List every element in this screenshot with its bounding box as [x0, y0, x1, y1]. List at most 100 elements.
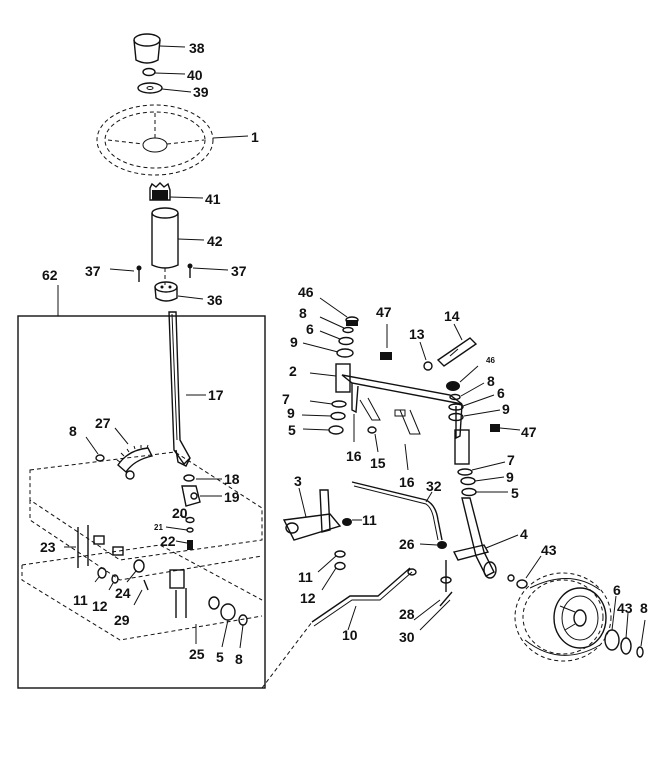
callout-46-right: 46	[486, 356, 495, 365]
spindle-2	[309, 363, 351, 393]
steering-cap	[133, 33, 186, 64]
link-25	[169, 569, 248, 649]
callout-14: 14	[444, 308, 460, 324]
link-28-30	[413, 560, 453, 631]
callout-8-bottom: 8	[235, 651, 243, 667]
callout-6-top: 6	[306, 321, 314, 337]
callout-5-bottom: 5	[216, 649, 224, 665]
knuckle-4	[452, 497, 519, 579]
callout-22: 22	[160, 533, 176, 549]
callout-8-right: 8	[487, 373, 495, 389]
callout-9-right-lower: 9	[506, 469, 514, 485]
ball-joint-26	[419, 541, 447, 549]
callout-11-left: 11	[73, 592, 88, 608]
callout-32: 32	[426, 478, 442, 494]
callout-42: 42	[207, 233, 223, 249]
bolt-47-left	[380, 324, 392, 360]
callout-4: 4	[520, 526, 528, 542]
callout-37-left: 37	[85, 263, 101, 279]
pitman-19	[181, 485, 222, 507]
callout-8-wheel: 8	[640, 600, 648, 616]
washers-right	[448, 382, 501, 422]
callout-30: 30	[399, 629, 415, 645]
callout-38: 38	[189, 40, 205, 56]
cap-46-right	[446, 365, 479, 391]
callout-5-left: 5	[288, 422, 296, 438]
assembly-box	[17, 285, 266, 689]
callout-47-right: 47	[521, 424, 537, 440]
steering-washer	[137, 82, 192, 94]
pin-14	[436, 323, 478, 367]
bolt-left	[109, 265, 142, 282]
callout-20: 20	[172, 505, 188, 521]
callout-12-mid: 12	[300, 590, 316, 606]
frame-bracket-23	[64, 525, 124, 568]
callout-7-left: 7	[282, 391, 290, 407]
callout-15: 15	[370, 455, 386, 471]
tie-rod-32	[351, 481, 443, 541]
callout-7-right: 7	[507, 452, 515, 468]
steering-nut	[142, 67, 186, 77]
callout-11-mid: 11	[362, 512, 377, 528]
callout-9-left: 9	[287, 405, 295, 421]
callout-8-left: 8	[69, 423, 77, 439]
callout-46-left: 46	[298, 284, 314, 300]
callout-5-right: 5	[511, 485, 519, 501]
cap-46-left	[319, 297, 359, 326]
callout-8-top: 8	[299, 305, 307, 321]
callout-28: 28	[399, 606, 415, 622]
callout-6-wheel: 6	[613, 582, 621, 598]
callout-26: 26	[399, 536, 415, 552]
callout-24: 24	[115, 585, 131, 601]
pivot-16-15	[353, 414, 409, 471]
drag-link-10	[311, 567, 417, 631]
hardware-row	[94, 559, 149, 606]
bolt-47-right	[490, 424, 521, 432]
spacer-20-21-22	[165, 514, 195, 550]
callout-29: 29	[114, 612, 130, 628]
callout-40: 40	[187, 67, 203, 83]
callout-25: 25	[189, 646, 205, 662]
callout-21: 21	[154, 523, 163, 532]
hub-hardware	[604, 595, 646, 658]
callout-37-right: 37	[231, 263, 247, 279]
washers-right-lower	[457, 461, 508, 497]
callout-1: 1	[251, 129, 259, 145]
pin-8-left	[85, 436, 105, 462]
callout-43-lower: 43	[617, 600, 633, 616]
steering-wheel-icon	[96, 104, 249, 176]
callout-13: 13	[409, 326, 425, 342]
callout-6-right: 6	[497, 385, 505, 401]
callout-41: 41	[205, 191, 221, 207]
washers-left-lower	[301, 400, 347, 435]
washer-43-upper	[507, 555, 542, 589]
callout-17: 17	[208, 387, 224, 403]
callout-9-right: 9	[502, 401, 510, 417]
steering-adapter	[149, 182, 204, 201]
callout-19: 19	[224, 489, 240, 505]
spindle-arm-3	[282, 487, 342, 541]
column-bearing	[154, 281, 204, 302]
steering-bushing	[151, 207, 205, 269]
bushing-13	[419, 341, 433, 371]
collar-18	[183, 474, 222, 482]
callout-2: 2	[289, 363, 297, 379]
callout-23: 23	[40, 539, 56, 555]
drag-link-path	[261, 621, 313, 689]
callout-36: 36	[207, 292, 223, 308]
callout-43-upper: 43	[541, 542, 557, 558]
nut-11-12-lower	[317, 550, 346, 591]
callout-27: 27	[95, 415, 111, 431]
callout-18: 18	[224, 471, 240, 487]
callout-62: 62	[42, 267, 58, 283]
spindle-right	[454, 429, 470, 465]
washer-stack-left	[302, 316, 354, 358]
front-wheel-icon	[514, 572, 612, 662]
callout-11-lower: 11	[298, 569, 313, 585]
callout-39: 39	[193, 84, 209, 100]
callout-9-top: 9	[290, 334, 298, 350]
callout-10: 10	[342, 627, 358, 643]
mount-plate	[21, 451, 263, 641]
